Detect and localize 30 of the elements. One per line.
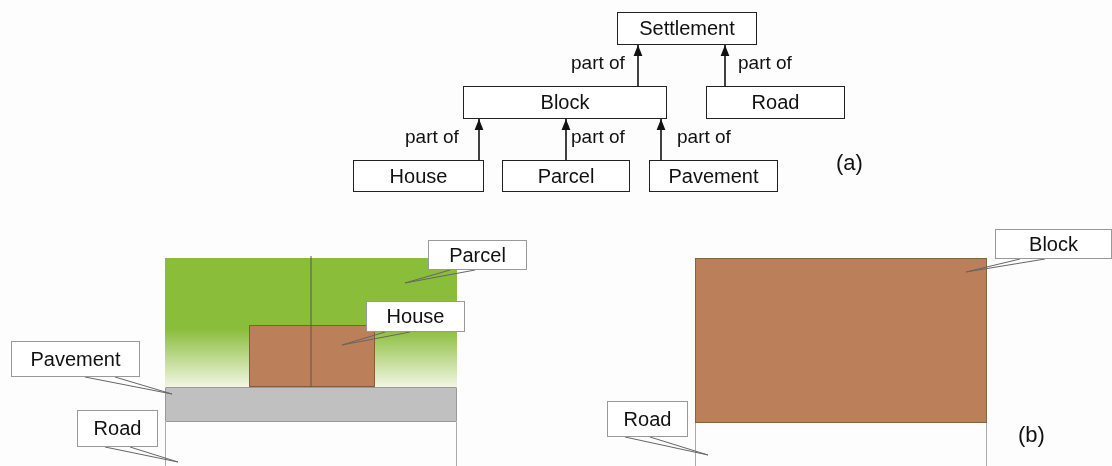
concept-box: Pavement	[649, 160, 778, 192]
block-area	[695, 258, 987, 423]
panel-label: (a)	[836, 150, 863, 176]
callout-label: Road	[77, 410, 158, 447]
leader-line	[624, 436, 709, 456]
concept-box: Parcel	[502, 160, 630, 192]
leader-line	[341, 331, 411, 346]
callout-label: House	[366, 301, 465, 332]
concept-box: Block	[463, 86, 667, 119]
arrow	[633, 44, 643, 87]
pavement-strip	[165, 387, 457, 422]
panel-label: (b)	[1018, 422, 1045, 448]
road-area	[695, 423, 987, 466]
road-area	[165, 422, 457, 466]
leader-line	[404, 269, 476, 284]
arrow	[561, 118, 571, 161]
house-footprint	[249, 325, 375, 387]
arrow	[474, 118, 484, 161]
leader-line	[965, 258, 1046, 273]
arrow	[720, 44, 730, 87]
callout-label: Block	[995, 229, 1112, 259]
concept-box: House	[353, 160, 484, 192]
leader-line	[104, 446, 179, 463]
concept-box: Settlement	[617, 12, 757, 45]
callout-label: Road	[607, 401, 688, 437]
callout-label: Parcel	[428, 240, 527, 270]
callout-label: Pavement	[11, 341, 140, 377]
concept-box: Road	[706, 86, 845, 119]
arrow	[656, 118, 666, 161]
leader-line	[84, 376, 173, 395]
